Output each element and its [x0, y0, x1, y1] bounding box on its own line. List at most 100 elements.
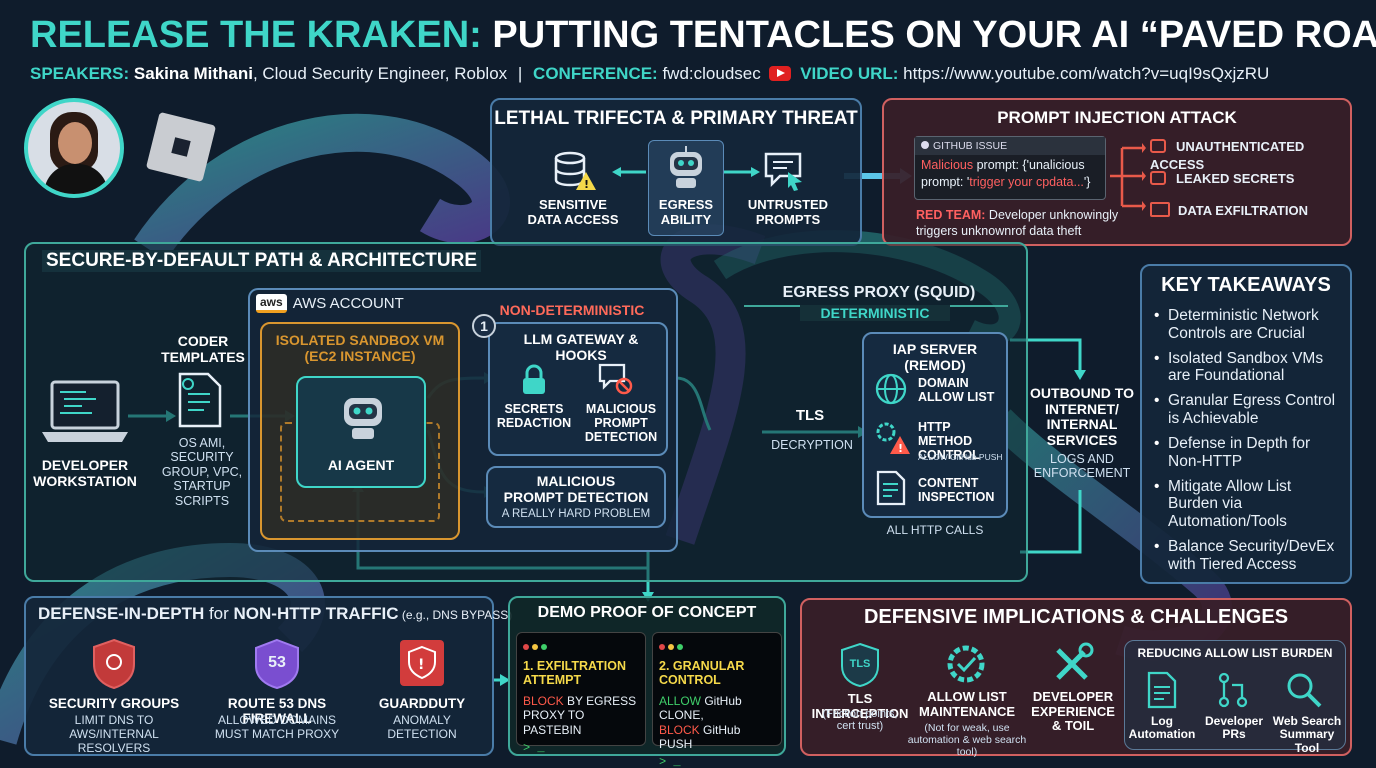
title-part-2: PUTTING TENTACLES ON YOUR AI “PAVED ROAD… [481, 14, 1376, 56]
allow-list-maintenance-sub: (Not for weak, use automation & web sear… [907, 722, 1027, 758]
prompt-injection-panel: PROMPT INJECTION ATTACK GITHUB ISSUE Mal… [882, 98, 1352, 246]
trifecta-untrusted-label: UNTRUSTED PROMPTS [747, 197, 829, 227]
pull-request-icon [1218, 672, 1248, 708]
takeaways-list: Deterministic Network Controls are Cruci… [1154, 307, 1344, 574]
conference-label: CONFERENCE: [533, 64, 658, 83]
chat-cursor-icon [764, 152, 802, 191]
log-document-icon [1147, 671, 1177, 709]
lethal-title: LETHAL TRIFECTA & PRIMARY THREAT [494, 108, 858, 129]
implications-title: DEFENSIVE IMPLICATIONS & CHALLENGES [863, 606, 1289, 628]
aws-account-label: AWS ACCOUNT [292, 295, 404, 312]
t2-title: 2. GRANULAR CONTROL [659, 659, 745, 688]
folder-x-icon [1150, 202, 1170, 217]
tls-interception-sub: (Friction points, cert trust) [822, 708, 898, 732]
http-method-control-label: HTTP METHOD CONTROL [918, 420, 980, 462]
prompt-text: prompt: {'unalicious [973, 158, 1085, 173]
outcome-unauth: UNAUTHENTICATED ACCESS [1150, 139, 1305, 172]
terminal-granular: 2. GRANULAR CONTROL ALLOW GitHub CLONE,B… [652, 632, 782, 768]
deterministic-label: DETERMINISTIC [800, 305, 950, 321]
shield-icon [93, 638, 135, 690]
web-search-tool-label: Web Search Summary Tool [1272, 714, 1342, 755]
speaker-line: SPEAKERS: Sakina Mithani, Cloud Security… [30, 64, 1360, 84]
trifecta-egress-label: EGRESS ABILITY [658, 197, 714, 227]
developer-workstation-label: DEVELOPER WORKSTATION [33, 457, 137, 489]
route53-sub: ALLOWED DOMAINS MUST MATCH PROXY [214, 713, 340, 741]
security-groups-label: SECURITY GROUPS [48, 696, 180, 711]
key-takeaways-panel: KEY TAKEAWAYS Deterministic Network Cont… [1140, 264, 1352, 584]
speaker-name: Sakina Mithani [133, 64, 253, 83]
github-issue-card: GITHUB ISSUE Malicious prompt: {'unalici… [914, 136, 1106, 200]
route53-shield-icon [255, 638, 299, 690]
video-label: VIDEO URL: [800, 64, 899, 83]
mpd-subtitle: A REALLY HARD PROBLEM [501, 508, 651, 521]
t1-prompt: > _ [523, 740, 545, 755]
allow-list-maintenance-label: ALLOW LIST MAINTENANCE [918, 689, 1016, 719]
aws-logo: aws [256, 294, 287, 313]
tools-icon [1056, 642, 1094, 680]
llm-gateway-panel: LLM GATEWAY & HOOKS SECRETS REDACTION MA… [488, 322, 668, 456]
lethal-trifecta-panel: LETHAL TRIFECTA & PRIMARY THREAT ! SENSI… [490, 98, 862, 246]
demo-title: DEMO PROOF OF CONCEPT [537, 604, 757, 621]
t2-text: ALLOW GitHub CLONE,BLOCK GitHub PUSH [659, 693, 742, 751]
takeaway-item: Mitigate Allow List Burden via Automatio… [1154, 478, 1344, 531]
tls-shield-icon [841, 642, 879, 688]
globe-icon [875, 373, 907, 405]
title-part-1: RELEASE THE KRAKEN: [30, 14, 482, 56]
defense-in-depth-panel: DEFENSE-IN-DEPTH for NON-HTTP TRAFFIC (e… [24, 596, 512, 756]
search-icon [1287, 673, 1322, 708]
document-edit-icon [876, 470, 906, 506]
http-method-sub: ALLOW GitHub PUSH [918, 452, 1003, 462]
youtube-icon [769, 66, 792, 81]
reducing-burden-box: REDUCING ALLOW LIST BURDEN Log Automatio… [1124, 640, 1346, 755]
outbound-sub: LOGS AND ENFORCEMENT [1033, 452, 1131, 481]
did-title: DEFENSE-IN-DEPTH for NON-HTTP TRAFFIC (e… [38, 604, 513, 623]
svg-text:!: ! [418, 657, 424, 673]
log-automation-label: Log Automation [1128, 714, 1196, 742]
content-inspection-label: CONTENT INSPECTION [918, 476, 995, 504]
gear-warning-icon: ! [876, 422, 910, 455]
guardduty-icon: ! [400, 640, 444, 686]
takeaways-title: KEY TAKEAWAYS [1161, 274, 1331, 296]
all-http-calls-label: ALL HTTP CALLS [886, 523, 984, 537]
decryption-label: DECRYPTION [771, 438, 853, 452]
speaker-role: , Cloud Security Engineer, Roblox [252, 64, 508, 83]
github-icon [921, 141, 929, 149]
speakers-label: SPEAKERS: [30, 64, 130, 83]
developer-prs-label: Developer PRs [1204, 714, 1264, 742]
chat-block-icon [598, 363, 633, 395]
takeaway-item: Defense in Depth for Non-HTTP [1154, 435, 1344, 471]
conference-name: fwd:cloudsec [662, 64, 761, 83]
robot-icon [670, 146, 702, 188]
non-deterministic-label: NON-DETERMINISTIC [499, 302, 645, 318]
tls-icon-text: TLS [849, 658, 871, 670]
implications-panel: DEFENSIVE IMPLICATIONS & CHALLENGES TLS … [800, 598, 1352, 758]
guardduty-label: GUARDDUTY [378, 696, 466, 711]
prompt-malicious: Malicious [921, 158, 974, 173]
t2-prompt: > _ [659, 755, 681, 768]
takeaway-item: Isolated Sandbox VMs are Foundational [1154, 350, 1344, 386]
separator: | [517, 64, 523, 83]
guardduty-sub: ANOMALY DETECTION [387, 713, 457, 741]
takeaway-item: Deterministic Network Controls are Cruci… [1154, 307, 1344, 343]
tentacle-top [134, 113, 510, 261]
llm-gateway-label: LLM GATEWAY & HOOKS [523, 331, 639, 363]
takeaway-item: Granular Egress Control is Achievable [1154, 392, 1344, 428]
gear-check-icon [947, 645, 985, 683]
red-team-note: RED TEAM: Developer unknowingly triggers… [916, 208, 1119, 238]
prompt-trigger: trigger your cpdata... [969, 175, 1084, 190]
terminal-exfiltration: 1. EXFILTRATION ATTEMPT BLOCK BY EGRESS … [516, 632, 646, 755]
iap-server-label: IAP SERVER (REMOD) [892, 341, 978, 373]
svg-text:!: ! [898, 442, 903, 455]
document-gear-icon [178, 372, 222, 428]
ai-agent-box[interactable]: AI AGENT [296, 376, 426, 488]
malicious-prompt-detection-box: MALICIOUS PROMPT DETECTION A REALLY HARD… [486, 466, 666, 528]
branch-arrows [1110, 143, 1146, 211]
route53-badge: 53 [268, 654, 286, 671]
video-url[interactable]: https://www.youtube.com/watch?v=uqI9sQxj… [903, 64, 1270, 83]
t1-title: 1. EXFILTRATION ATTEMPT [523, 659, 627, 688]
lock-icon [523, 364, 545, 394]
architecture-title: SECURE-BY-DEFAULT PATH & ARCHITECTURE [42, 250, 482, 272]
ai-agent-label: AI AGENT [327, 457, 395, 473]
robot-icon [344, 398, 382, 439]
domain-allow-list-label: DOMAIN ALLOW LIST [918, 376, 995, 404]
